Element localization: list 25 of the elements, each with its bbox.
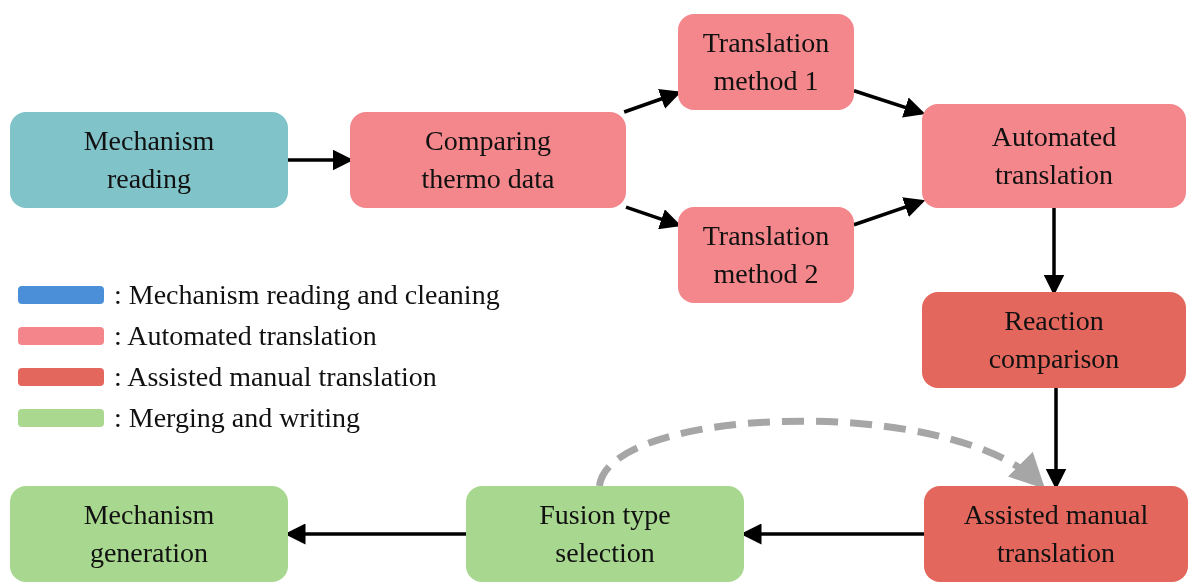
box-label: Mechanism reading: [82, 124, 216, 196]
process-box: [10, 112, 288, 208]
box-label: Mechanism generation: [82, 498, 216, 570]
box-label: Reaction comparison: [987, 304, 1121, 376]
process-box: [350, 112, 626, 208]
box-label: Translation method 2: [701, 219, 831, 291]
legend-label: : Merging and writing: [114, 400, 360, 435]
process-box: [10, 486, 288, 582]
process-box: [678, 207, 854, 303]
legend-label: : Assisted manual translation: [114, 359, 437, 394]
box-label: Assisted manual translation: [962, 498, 1150, 570]
process-box: [922, 104, 1186, 208]
arrow: [853, 89, 926, 118]
process-box: [466, 486, 744, 582]
process-box: [678, 14, 854, 110]
legend-label: : Automated translation: [114, 318, 377, 353]
arrow: [853, 197, 926, 227]
box-label: Automated translation: [990, 120, 1118, 192]
process-box: [924, 486, 1188, 582]
arrow: [596, 417, 1046, 489]
process-box: [922, 292, 1186, 388]
box-label: Translation method 1: [701, 26, 831, 98]
box-label: Comparing thermo data: [420, 124, 556, 196]
legend-label: : Mechanism reading and cleaning: [114, 277, 500, 312]
box-label: Fusion type selection: [538, 498, 672, 570]
